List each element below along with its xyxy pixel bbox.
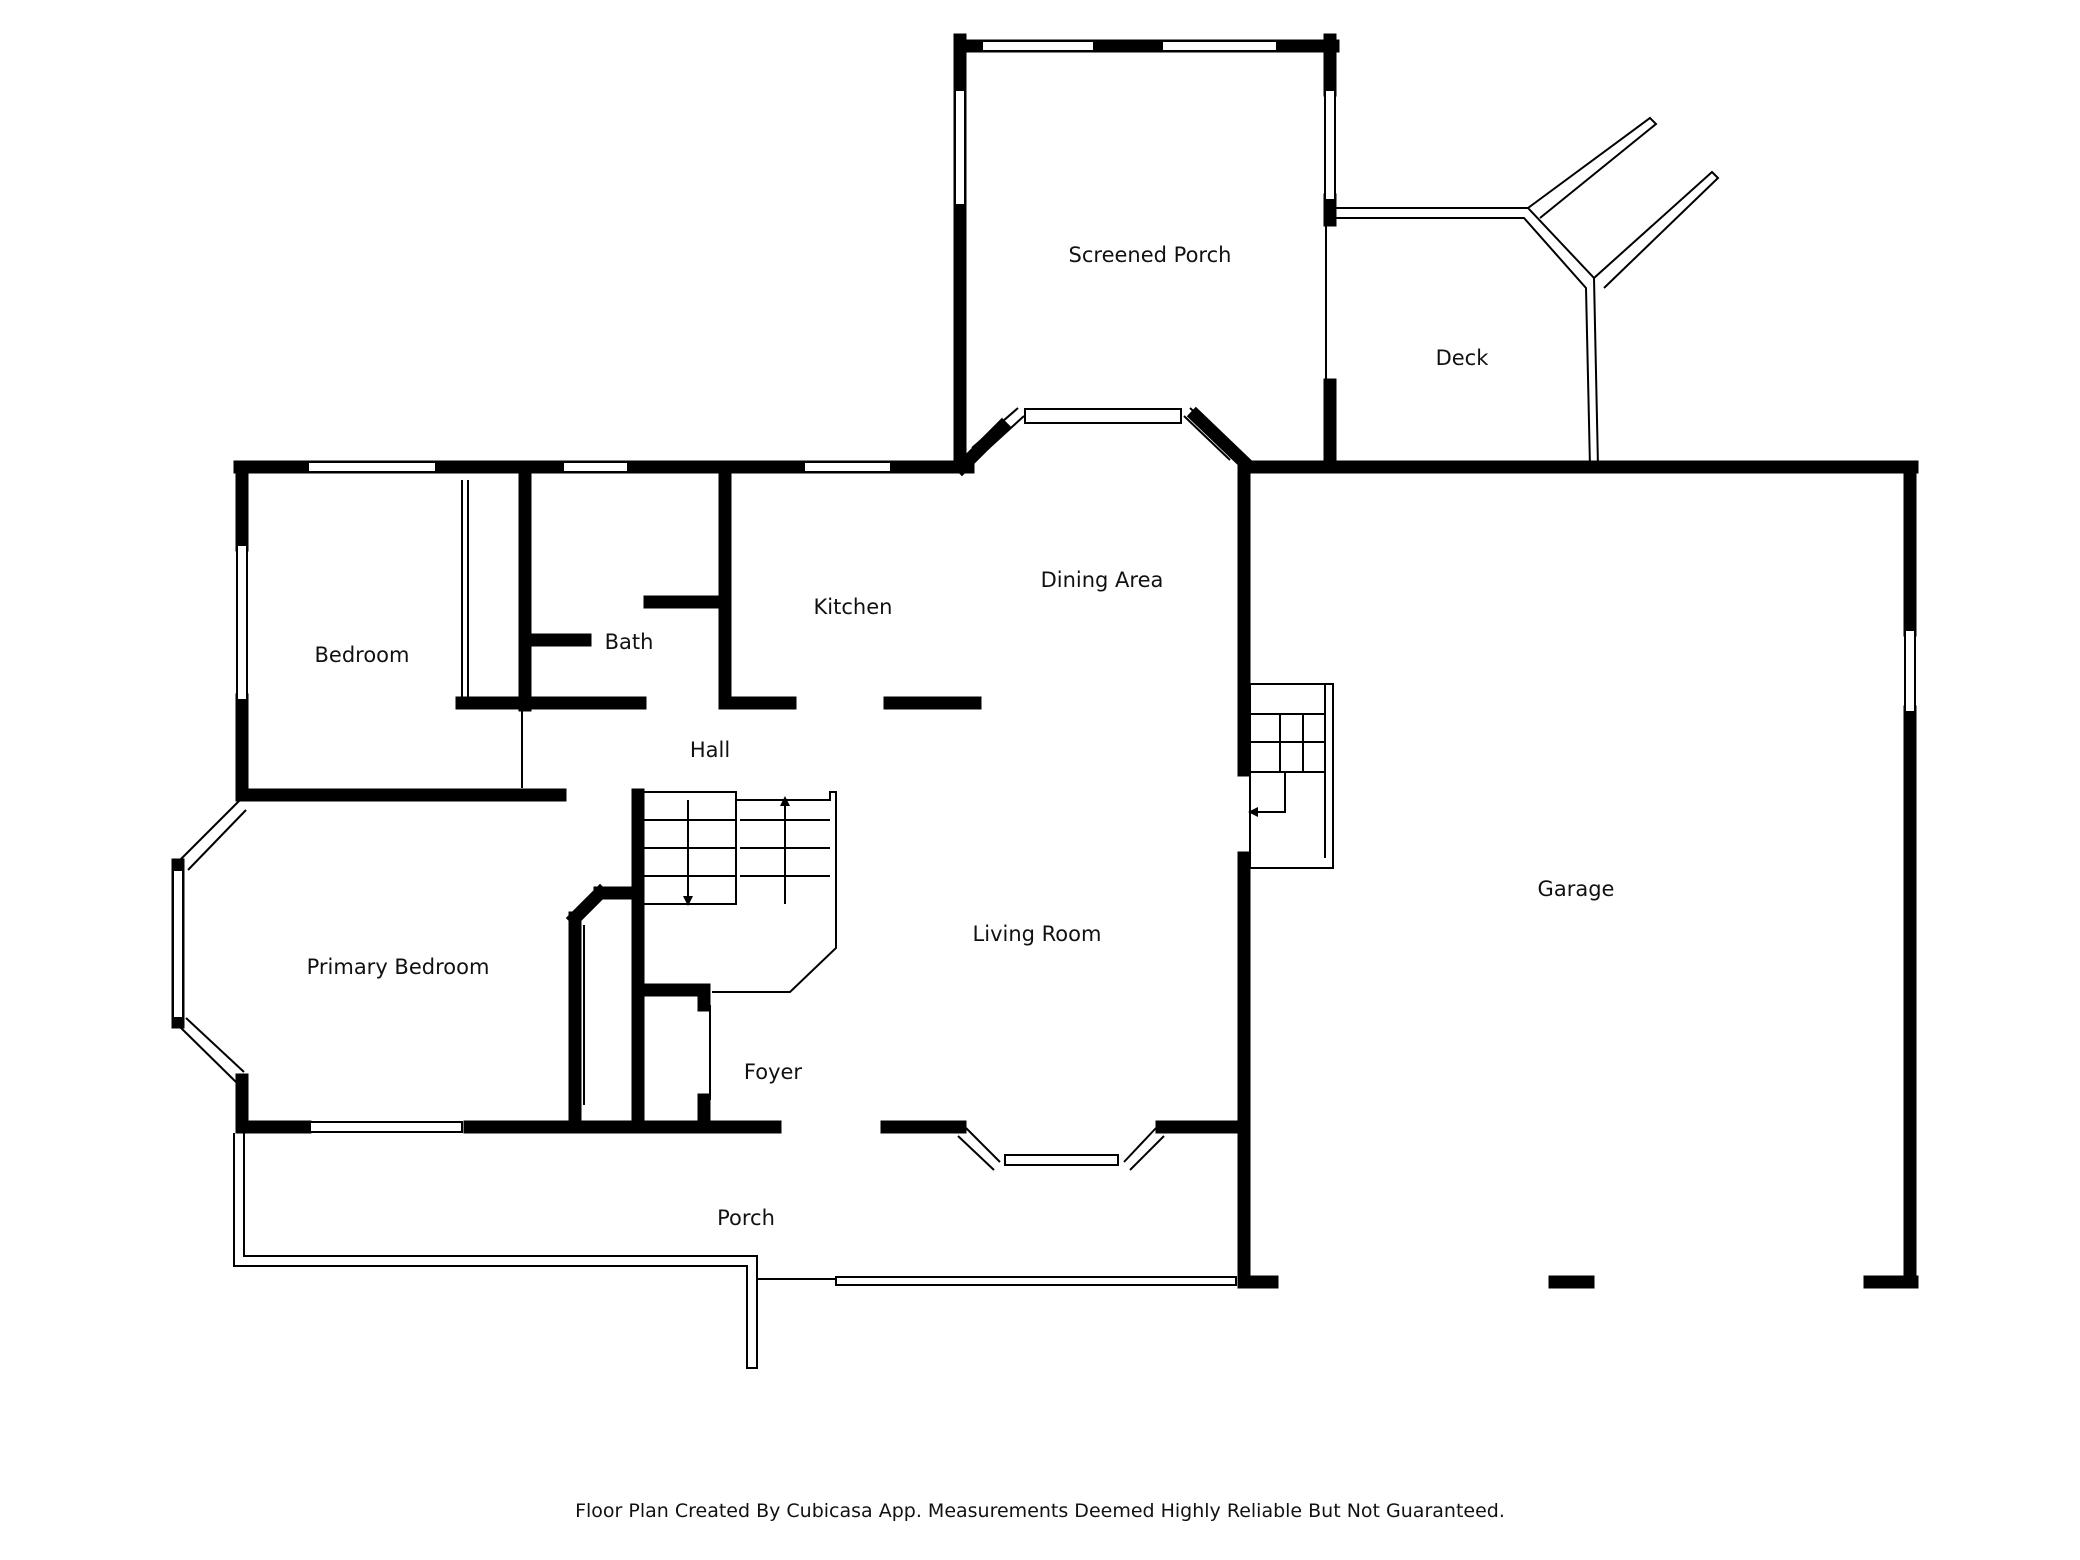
window-kitchen-top xyxy=(803,461,892,473)
primary-angle-bottom-a xyxy=(177,1024,237,1083)
deck-rail-top xyxy=(1336,207,1599,468)
window-primary-left xyxy=(172,869,184,1019)
label-screened-porch: Screened Porch xyxy=(1069,243,1232,267)
label-deck: Deck xyxy=(1436,346,1490,370)
window-porch-top-a xyxy=(981,40,1095,52)
windows xyxy=(172,40,1916,1166)
deck-rail-stair-b xyxy=(1593,170,1720,289)
garage-stair-arrow xyxy=(1252,772,1286,813)
arrow-heads xyxy=(683,796,1258,906)
room-labels: Screened Porch Deck Dining Area Kitchen … xyxy=(307,243,1615,1230)
window-garage-right xyxy=(1904,629,1916,713)
porch-rail-outer xyxy=(233,1133,758,1369)
wall-dining-corner-right xyxy=(1186,406,1255,473)
arrow-head-up xyxy=(780,796,790,806)
label-hall: Hall xyxy=(690,738,730,762)
footer-disclaimer: Floor Plan Created By Cubicasa App. Meas… xyxy=(575,1500,1505,1522)
porch-edge xyxy=(835,1276,1237,1286)
wall-dining-corner-left xyxy=(952,417,1012,477)
garage-stair xyxy=(1249,683,1334,869)
window-bedroom-left xyxy=(236,544,248,701)
window-dining xyxy=(1024,408,1182,424)
window-porch-top-b xyxy=(1161,40,1278,52)
label-porch: Porch xyxy=(717,1206,775,1230)
bay-front-right-b xyxy=(1129,1135,1165,1171)
label-bedroom: Bedroom xyxy=(315,643,410,667)
primary-angle-top-b xyxy=(187,809,247,871)
deck-rail-top-inner xyxy=(1336,217,1591,468)
bay-front-right-a xyxy=(1123,1127,1157,1163)
bay-front-left-b xyxy=(957,1135,995,1171)
main-stair-upper xyxy=(712,791,837,993)
primary-angle-bottom-b xyxy=(185,1017,245,1073)
label-kitchen: Kitchen xyxy=(814,595,893,619)
label-garage: Garage xyxy=(1538,877,1615,901)
label-bath: Bath xyxy=(605,630,654,654)
arrow-head-garage xyxy=(1248,807,1258,817)
label-living-room: Living Room xyxy=(973,922,1102,946)
thin-lines xyxy=(177,116,1720,1369)
window-porch-left xyxy=(954,89,966,206)
bay-front-left-a xyxy=(965,1127,1001,1163)
label-primary-bedroom: Primary Bedroom xyxy=(307,955,490,979)
window-porch-right xyxy=(1324,89,1336,201)
window-front-bay xyxy=(1004,1154,1119,1166)
porch-rail-inner xyxy=(243,1133,758,1276)
bay-dining-right-a xyxy=(1189,407,1239,453)
label-foyer: Foyer xyxy=(744,1060,803,1084)
primary-angle-top-a xyxy=(177,799,241,863)
label-dining-area: Dining Area xyxy=(1041,568,1164,592)
bay-dining-left-b xyxy=(979,415,1025,457)
bay-dining-right-b xyxy=(1183,415,1231,461)
window-bedroom-top xyxy=(307,461,437,473)
deck-rail-stair-a xyxy=(1527,116,1658,219)
arrow-head-down xyxy=(683,896,693,906)
bay-dining-left-a xyxy=(971,407,1019,449)
window-primary-bottom xyxy=(309,1121,463,1133)
window-bath-top xyxy=(562,461,629,473)
